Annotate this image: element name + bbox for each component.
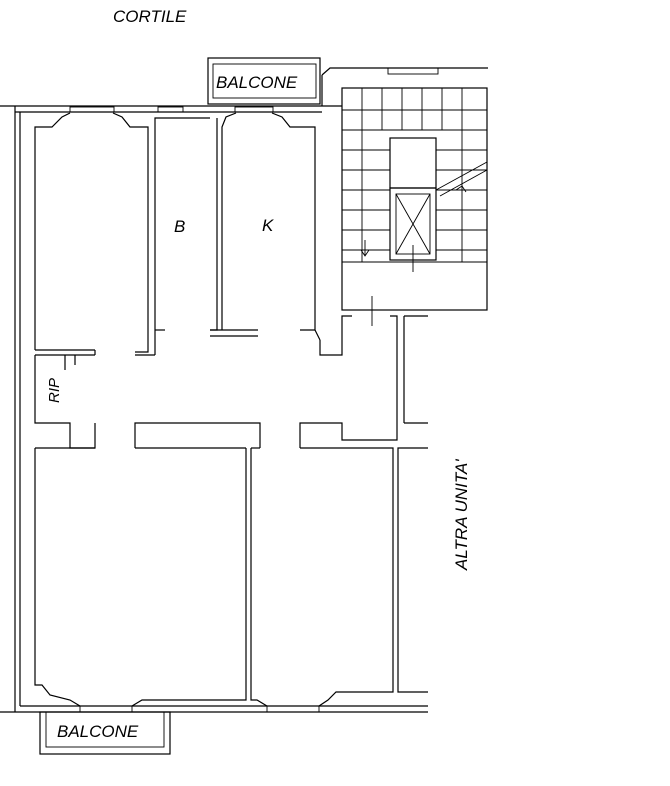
room-kitchen [210,112,316,337]
exterior-walls [0,67,488,713]
elevator-shaft [389,137,437,272]
corridor-walls [34,315,428,449]
balcony-top-label: BALCONE [216,73,298,92]
kitchen-label: K [262,216,274,235]
windows [69,67,439,713]
room-bottom-left [34,447,247,707]
bathroom-label: B [174,217,185,236]
stairwell [341,87,488,326]
balcony-bottom-label: BALCONE [57,722,139,741]
balcony-bottom: BALCONE [39,711,171,755]
other-unit-label: ALTRA UNITA' [452,459,471,571]
storage-label: RIP [46,378,63,403]
other-unit-boundary [397,447,428,693]
balcony-top: BALCONE [207,57,321,105]
room-bathroom [135,117,218,356]
courtyard-label: CORTILE [113,7,187,26]
room-top-left [34,112,149,356]
room-bottom-middle [250,447,394,707]
